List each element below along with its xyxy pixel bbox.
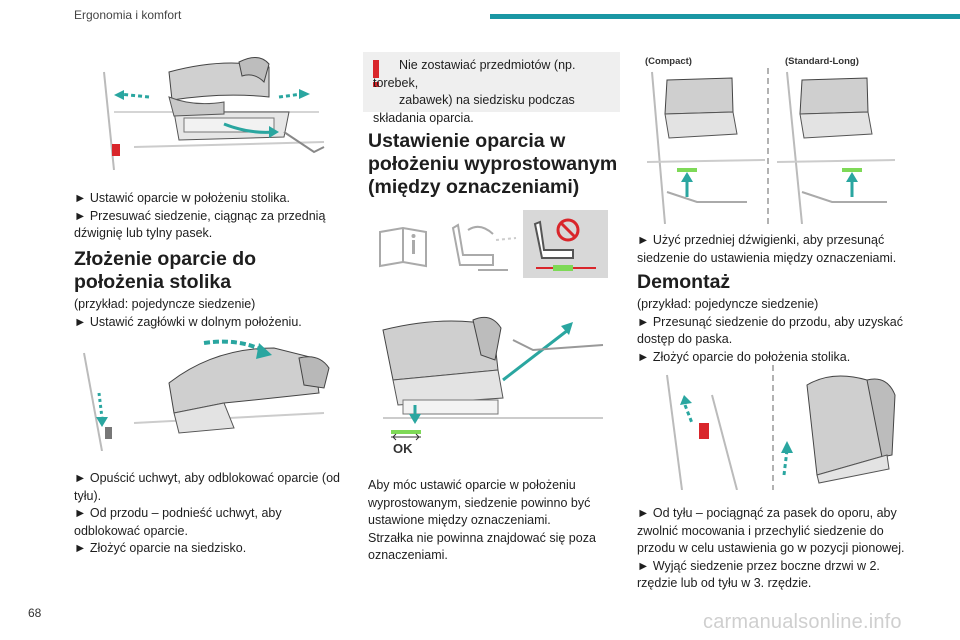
instruction-line: siedzenie do ustawienia między oznaczeni… <box>637 250 897 265</box>
instruction-line: dźwignię lub tylny pasek. <box>74 226 213 240</box>
figure-pictograms <box>368 210 608 278</box>
exclamation-icon <box>373 60 379 87</box>
figure-remove-seat <box>637 365 899 490</box>
page-number: 68 <box>28 606 42 620</box>
instruction-line: rzędzie lub od tyłu w 3. rzędzie. <box>637 576 812 590</box>
figure-compact-standard: (Compact) (Standard-Long) <box>637 52 899 224</box>
instruction-line: ► Złożyć oparcie na siedzisko. <box>74 541 247 555</box>
body-text: oznaczeniami. <box>368 548 448 562</box>
section-heading: (między oznaczeniami) <box>368 176 580 198</box>
instruction-line: ► Ustawić zagłówki w dolnym położeniu. <box>74 314 302 329</box>
body-text: ustawione między oznaczeniami. <box>368 513 551 527</box>
instruction-line: ► Ustawić oparcie w położeniu stolika. <box>74 191 290 205</box>
instruction-line: przodu w celu ustawienia go w pozycji pi… <box>637 541 905 555</box>
warning-text: składania oparcia. <box>373 110 474 125</box>
instruction-line: ► Od tyłu – pociągnąć za pasek do oporu,… <box>637 506 897 520</box>
figure-seat-table-position <box>74 52 336 170</box>
instruction-line: ► Wyjąć siedzenie przez boczne drzwi w 2… <box>637 558 880 573</box>
warning-box: Nie zostawiać przedmiotów (np. torebek, … <box>363 52 620 125</box>
section-heading: położenia stolika <box>74 271 232 293</box>
body-text: wyprostowanym, siedzenie powinno być <box>368 495 591 510</box>
body-text: Aby móc ustawić oparcie w położeniu <box>368 478 576 492</box>
ok-label: OK <box>393 441 413 456</box>
label-compact: (Compact) <box>645 56 692 67</box>
figure-seat-marks-ok: OK <box>363 300 625 460</box>
figure-fold-backrest <box>74 333 336 451</box>
label-standard-long: (Standard-Long) <box>785 56 859 67</box>
section-heading: Złożenie oparcie do <box>74 248 257 270</box>
no-objects-on-seat-icon <box>523 210 608 278</box>
watermark: carmanualsonline.info <box>703 611 902 633</box>
warning-text: Nie zostawiać przedmiotów (np. torebek, <box>373 58 576 90</box>
manual-book-icon <box>379 226 427 268</box>
instruction-line: tyłu). <box>74 488 102 503</box>
seat-adjust-icon <box>451 223 517 271</box>
example-note: (przykład: pojedyncze siedzenie) <box>637 297 819 311</box>
instruction-line: ► Użyć przedniej dźwigienki, aby przesun… <box>637 233 885 247</box>
header-accent-bar <box>490 14 960 19</box>
section-title: Ergonomia i komfort <box>74 8 182 22</box>
instruction-line: ► Przesunąć siedzenie do przodu, aby uzy… <box>637 314 903 329</box>
section-heading: Demontaż <box>637 271 731 293</box>
instruction-line: zwolnić mocowania i przechylić siedzenie… <box>637 523 884 538</box>
instruction-line: ► Przesuwać siedzenie, ciągnąc za przedn… <box>74 208 326 223</box>
example-note: (przykład: pojedyncze siedzenie) <box>74 297 256 311</box>
instruction-line: ► Złożyć oparcie do położenia stolika. <box>637 349 851 364</box>
instruction-line: odblokować oparcie. <box>74 523 188 538</box>
instruction-line: ► Opuścić uchwyt, aby odblokować oparcie… <box>74 471 340 485</box>
section-heading: położeniu wyprostowanym <box>368 153 618 175</box>
warning-text: zabawek) na siedzisku podczas <box>399 93 575 107</box>
instruction-line: ► Od przodu – podnieść uchwyt, aby <box>74 506 282 520</box>
section-heading: Ustawienie oparcia w <box>368 130 566 152</box>
body-text: Strzałka nie powinna znajdować się poza <box>368 530 596 545</box>
instruction-line: dostęp do paska. <box>637 332 733 346</box>
